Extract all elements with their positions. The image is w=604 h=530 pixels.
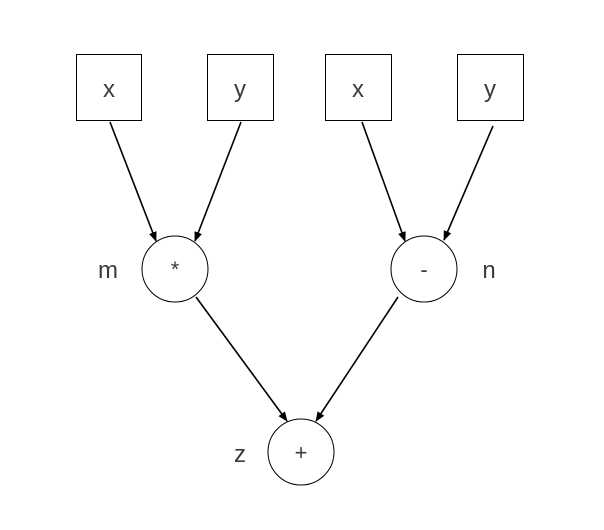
edge-x2-to-sub <box>361 121 406 242</box>
operation-node-subtract: - <box>390 235 458 303</box>
input-node-label: y <box>484 76 496 103</box>
edge-mul-to-add <box>195 296 288 422</box>
edge-y1-to-mul <box>194 121 242 242</box>
input-node-label: y <box>234 76 246 103</box>
node-name-label-n: n <box>482 257 495 284</box>
node-name-label-z: z <box>234 441 246 468</box>
edge-y2-to-sub <box>443 125 494 241</box>
input-node-y-left: y <box>207 54 274 121</box>
edge-x1-to-mul <box>109 121 157 242</box>
edge-sub-to-add <box>315 296 399 422</box>
input-node-label: x <box>352 76 364 103</box>
input-node-label: x <box>103 76 115 103</box>
operation-symbol: + <box>295 440 308 465</box>
input-node-x-right: x <box>325 54 392 121</box>
input-node-y-right: y <box>457 54 524 121</box>
operation-node-multiply: * <box>141 235 209 303</box>
input-node-x-left: x <box>76 54 142 121</box>
operation-symbol: - <box>420 257 427 282</box>
node-name-label-m: m <box>98 257 118 284</box>
operation-symbol: * <box>171 257 180 282</box>
operation-node-add: + <box>267 418 335 486</box>
